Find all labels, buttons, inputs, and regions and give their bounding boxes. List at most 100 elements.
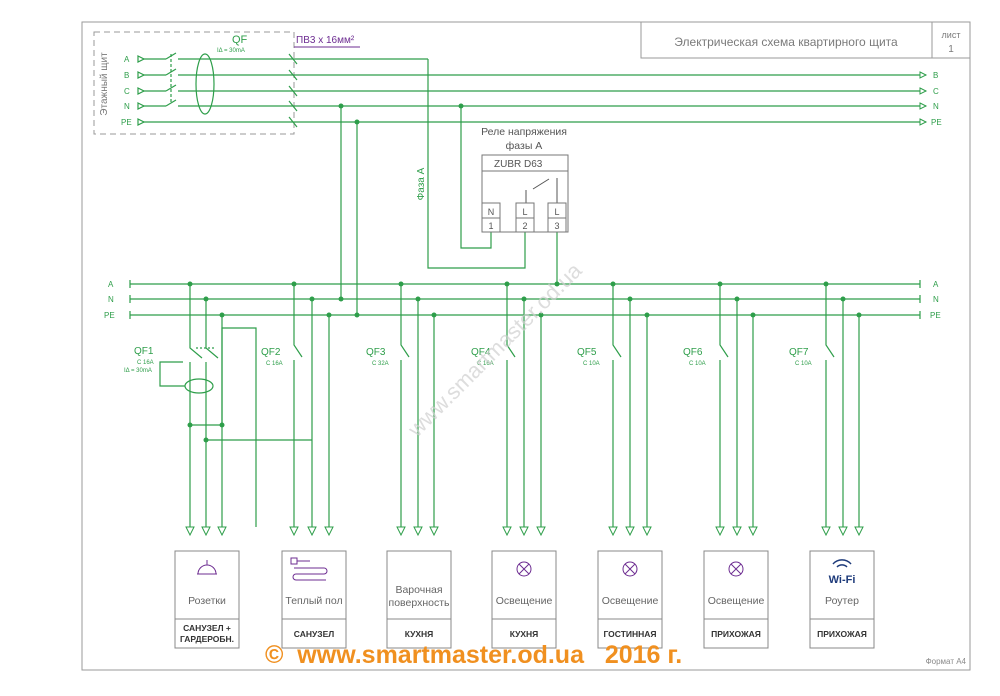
qf7-junction — [823, 281, 829, 287]
sheet-number: 1 — [948, 44, 954, 55]
load-arrow — [185, 526, 195, 537]
load-arrow — [502, 526, 512, 537]
qf1-junctions — [187, 281, 225, 443]
load-label: Варочная — [395, 584, 442, 596]
load-room: ГОСТИННАЯ — [603, 629, 656, 639]
qf4-junction — [538, 312, 544, 318]
relay-caption-2: фазы А — [506, 140, 543, 152]
input-label-c: C — [124, 87, 130, 96]
qf6-junction — [717, 281, 723, 287]
qf7-junction — [856, 312, 862, 318]
floor-panel-label: Этажный щит — [99, 52, 110, 116]
load-arrow — [289, 526, 299, 537]
qf3-wires — [400, 284, 435, 527]
load-box — [491, 550, 557, 649]
qf6-wires — [719, 284, 754, 527]
bus-feed-junctions — [338, 281, 560, 318]
load-arrow — [396, 526, 406, 537]
load-arrow — [217, 526, 227, 537]
load-room: САНУЗЕЛ + — [183, 623, 231, 633]
load-arrow — [413, 526, 423, 537]
load-arrow — [748, 526, 758, 537]
qf5-junction — [644, 312, 650, 318]
load-box — [703, 550, 769, 649]
load-room: ПРИХОЖАЯ — [711, 629, 761, 639]
breaker-qf1-rating: C 16A — [137, 360, 154, 366]
qf4-junction — [521, 296, 527, 302]
qf3-junction — [431, 312, 437, 318]
load-box — [174, 550, 240, 649]
breaker-qf5-rating: C 10A — [583, 361, 600, 367]
load-arrow — [324, 526, 334, 537]
load-arrow — [536, 526, 546, 537]
qf7-wires — [825, 284, 860, 527]
lamp-icon — [624, 563, 636, 575]
wifi-icon-text: Wi-Fi — [829, 574, 856, 586]
socket-icon — [197, 560, 217, 575]
sheet-frame — [81, 21, 971, 671]
load-arrow — [821, 526, 831, 537]
sheet-label: лист — [942, 30, 961, 40]
floor-heating-icon — [292, 560, 328, 581]
load-arrow — [608, 526, 618, 537]
bus-label-a-left: A — [108, 280, 114, 289]
load-arrow — [642, 526, 652, 537]
load-box — [597, 550, 663, 649]
load-room: ПРИХОЖАЯ — [817, 629, 867, 639]
top-junctions — [338, 103, 464, 125]
breaker-qf7-name: QF7 — [789, 347, 809, 358]
qf4-wires — [506, 284, 542, 527]
load-arrow — [854, 526, 864, 537]
input-label-b: B — [124, 71, 129, 80]
qf5-wires — [612, 284, 648, 527]
relay-terminal-2-num: 2 — [522, 221, 527, 231]
input-labels: A B C N PE — [121, 55, 132, 127]
lamp-icon — [730, 563, 742, 575]
breaker-qf7-rating: C 10A — [795, 361, 812, 367]
lamp-icon — [516, 561, 532, 577]
paper-format: Формат А4 — [926, 657, 967, 666]
breaker-qf4-rating: C 16A — [477, 361, 494, 367]
bus-label-n-left: N — [108, 295, 114, 304]
output-label-pe: PE — [931, 118, 942, 127]
load-arrow — [625, 526, 635, 537]
breaker-qf4-name: QF4 — [471, 347, 491, 358]
relay-terminal-2-name: L — [522, 207, 527, 217]
qf2-branch — [221, 284, 330, 527]
cable-label: ПВ3 х 16мм² — [296, 35, 355, 46]
qf4-junction — [504, 281, 510, 287]
load-label: Теплый пол — [285, 595, 342, 607]
load-arrow — [838, 526, 848, 537]
bus-label-pe-right: PE — [930, 311, 941, 320]
breaker-qf1-extra: IΔ = 30mA — [124, 368, 152, 374]
load-label: поверхность — [389, 597, 450, 609]
qf6-junction — [734, 296, 740, 302]
breaker-qf2-name: QF2 — [261, 347, 281, 358]
qf6-junction — [750, 312, 756, 318]
load-arrow — [307, 526, 317, 537]
relay-terminal-1-num: 1 — [488, 221, 493, 231]
qf3-junction — [398, 281, 404, 287]
relay-terminal-3-name: L — [554, 207, 559, 217]
breaker-qf2-rating: C 16A — [266, 361, 283, 367]
relay-contact — [525, 178, 558, 203]
footer-copyright: © www.smartmaster.od.ua 2016 г. — [265, 641, 683, 669]
load-label: Розетки — [188, 595, 226, 607]
qf3-junction — [415, 296, 421, 302]
input-label-n: N — [124, 102, 130, 111]
output-label-b: B — [933, 71, 938, 80]
qf5-junction — [627, 296, 633, 302]
wifi-icon — [832, 559, 852, 568]
relay-terminal-1-name: N — [488, 207, 495, 217]
output-label-c: C — [933, 87, 939, 96]
phase-a-label: Фаза А — [416, 167, 427, 200]
output-arrows — [919, 71, 928, 126]
breaker-qf6-rating: C 10A — [689, 361, 706, 367]
breaker-qf5-name: QF5 — [577, 347, 597, 358]
breaker-qf6-name: QF6 — [683, 347, 703, 358]
load-label: Освещение — [602, 595, 659, 607]
relay-model: ZUBR D63 — [494, 159, 543, 170]
lamp-icon — [728, 561, 744, 577]
